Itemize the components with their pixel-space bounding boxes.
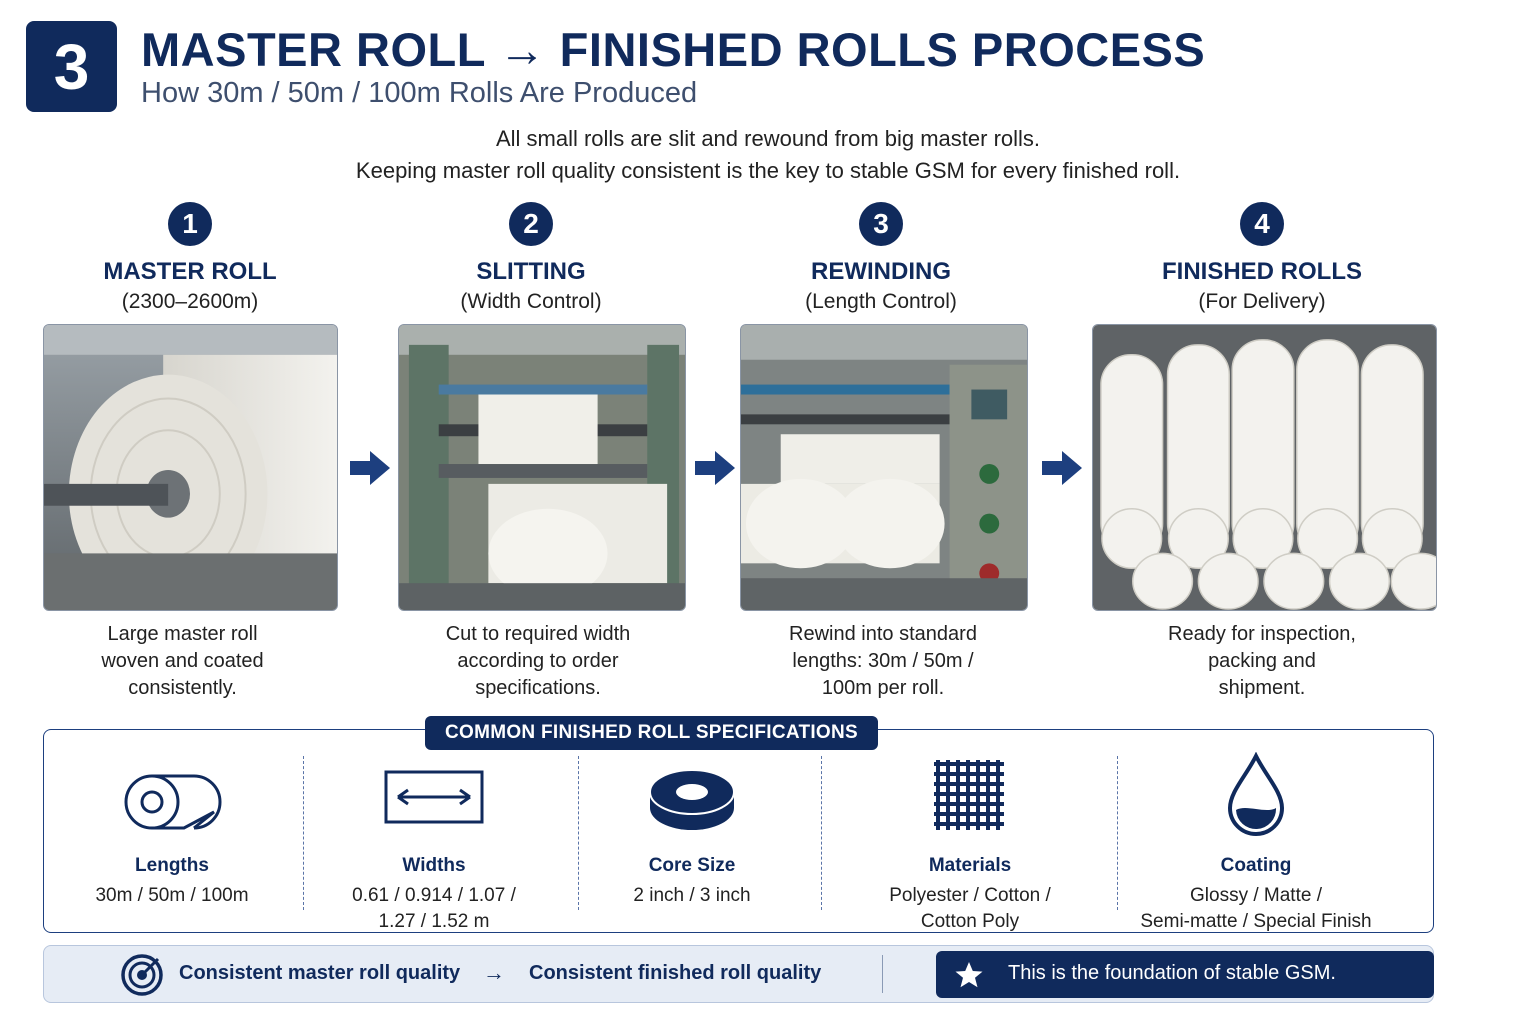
step-3-number: 3 bbox=[859, 202, 903, 246]
spec-widths-value: 0.61 / 0.914 / 1.07 /1.27 / 1.52 m bbox=[352, 885, 516, 932]
flow-arrow-icon bbox=[350, 451, 390, 485]
intro-line-1: All small rolls are slit and rewound fro… bbox=[495, 126, 1041, 151]
finished-rolls-photo bbox=[1092, 324, 1437, 611]
spec-lengths-value: 30m / 50m / 100m bbox=[95, 885, 249, 906]
rewinding-machine-photo bbox=[740, 324, 1028, 611]
spec-core-size: Core Size 2 inch / 3 inch bbox=[592, 752, 792, 909]
footer-left-text: Consistent master roll quality bbox=[179, 962, 461, 984]
spec-lengths-label: Lengths bbox=[135, 855, 209, 876]
step-1-heading: 1 MASTER ROLL (2300–2600m) bbox=[90, 202, 290, 314]
flow-arrow-icon bbox=[1042, 451, 1082, 485]
spec-coating-value: Glossy / Matte /Semi-matte / Special Fin… bbox=[1140, 885, 1372, 932]
step-3-heading: 3 REWINDING (Length Control) bbox=[771, 202, 991, 314]
step-4-heading: 4 FINISHED ROLLS (For Delivery) bbox=[1142, 202, 1382, 314]
step-2-subtitle: (Width Control) bbox=[460, 290, 602, 313]
mesh-icon bbox=[934, 760, 1004, 830]
spec-core-size-label: Core Size bbox=[648, 855, 736, 876]
roll-icon bbox=[124, 774, 222, 830]
step-3-subtitle: (Length Control) bbox=[805, 290, 957, 313]
divider bbox=[578, 756, 579, 910]
specifications-header: COMMON FINISHED ROLL SPECIFICATIONS bbox=[425, 716, 878, 750]
droplet-icon bbox=[1227, 751, 1285, 836]
footer-note-text: This is the foundation of stable GSM. bbox=[1008, 962, 1336, 984]
step-4-number: 4 bbox=[1240, 202, 1284, 246]
step-1-subtitle: (2300–2600m) bbox=[121, 290, 259, 313]
spec-widths: Widths 0.61 / 0.914 / 1.07 /1.27 / 1.52 … bbox=[334, 752, 534, 935]
footer-separator bbox=[882, 955, 883, 993]
spec-coating-label: Coating bbox=[1220, 855, 1292, 876]
intro-line-2: Keeping master roll quality consistent i… bbox=[355, 158, 1181, 183]
spec-widths-label: Widths bbox=[402, 855, 466, 876]
spec-core-size-value: 2 inch / 3 inch bbox=[633, 885, 751, 906]
slitting-machine-photo bbox=[398, 324, 686, 611]
master-roll-photo bbox=[43, 324, 338, 611]
spec-coating: Coating Glossy / Matte /Semi-matte / Spe… bbox=[1131, 751, 1381, 935]
page-title: MASTER ROLL → FINISHED ROLLS PROCESS bbox=[141, 23, 1206, 76]
step-1-title: MASTER ROLL bbox=[103, 258, 277, 285]
step-4-subtitle: (For Delivery) bbox=[1198, 290, 1326, 313]
divider bbox=[303, 756, 304, 910]
divider bbox=[1117, 756, 1118, 910]
step-2-title: SLITTING bbox=[476, 258, 586, 285]
spec-materials-value: Polyester / Cotton /Cotton Poly bbox=[889, 885, 1051, 932]
spec-materials-label: Materials bbox=[928, 855, 1012, 876]
step-2-heading: 2 SLITTING (Width Control) bbox=[431, 202, 631, 314]
spec-lengths: Lengths 30m / 50m / 100m bbox=[72, 752, 272, 909]
footer-note-box bbox=[936, 951, 1434, 998]
page-subtitle: How 30m / 50m / 100m Rolls Are Produced bbox=[141, 77, 698, 109]
footer-arrow: → bbox=[483, 960, 505, 985]
flow-arrow-icon bbox=[695, 451, 735, 485]
spec-materials: Materials Polyester / Cotton /Cotton Pol… bbox=[870, 752, 1070, 935]
core-icon bbox=[649, 769, 735, 830]
step-3-title: REWINDING bbox=[811, 258, 951, 285]
divider bbox=[821, 756, 822, 910]
section-number-badge: 3 bbox=[26, 21, 117, 112]
step-1-number: 1 bbox=[168, 202, 212, 246]
target-icon bbox=[121, 954, 163, 996]
step-2-number: 2 bbox=[509, 202, 553, 246]
footer-right-text: Consistent finished roll quality bbox=[529, 962, 822, 984]
step-4-title: FINISHED ROLLS bbox=[1161, 258, 1362, 285]
width-arrow-icon bbox=[384, 770, 484, 824]
star-icon bbox=[955, 962, 983, 988]
